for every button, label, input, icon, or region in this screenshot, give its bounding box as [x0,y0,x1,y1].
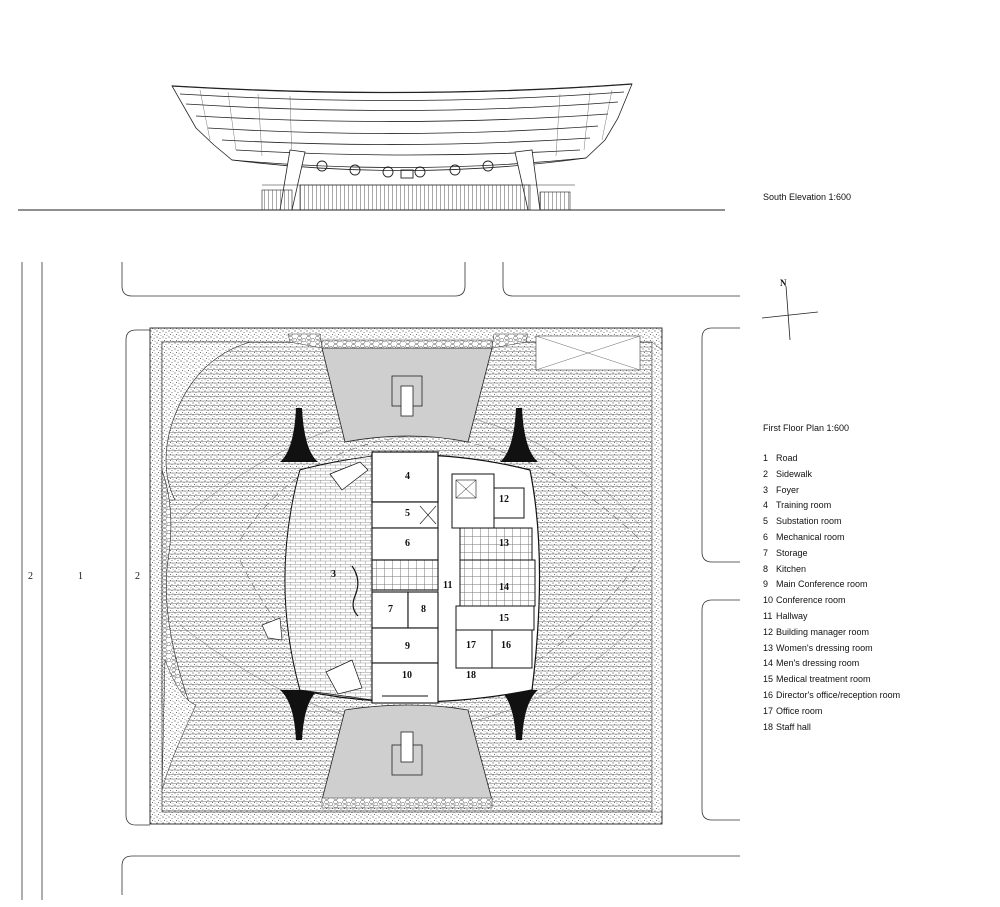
legend-item: 4 Training room [763,498,900,514]
room-16-label: 16 [501,640,511,651]
room-13-label: 13 [499,538,509,549]
legend-label: Training room [776,500,832,511]
legend-number: 10 [763,595,774,606]
legend-number: 9 [763,579,769,590]
legend-item: 3 Foyer [763,483,900,499]
legend-label: Main Conference room [776,579,868,590]
legend-item: 7 Storage [763,546,900,562]
room-17-label: 17 [466,640,476,651]
legend-item: 8 Kitchen [763,562,900,578]
legend-number: 14 [763,658,774,669]
room-6-label: 6 [405,538,410,549]
legend-number: 15 [763,674,774,685]
room-14-label: 14 [499,582,509,593]
room-18-label: 18 [466,670,476,681]
legend-number: 5 [763,516,769,527]
legend-number: 16 [763,689,774,700]
legend-label: Sidewalk [776,468,813,479]
legend-number: 1 [763,453,769,463]
legend-number: 12 [763,626,774,637]
street-lines [21,262,740,900]
legend-label: Substation room [776,516,842,527]
legend-label: Building manager room [776,626,870,637]
legend-number: 18 [763,721,774,732]
legend-label: Office room [776,705,823,716]
elevation-caption: South Elevation 1:600 [763,192,852,202]
room-7-label: 7 [388,604,393,615]
legend-number: 4 [763,500,769,511]
legend-item: 1 Road [763,451,900,467]
room-12-label: 12 [499,494,509,505]
legend-item: 9 Main Conference room [763,577,900,593]
legend-number: 6 [763,531,769,542]
north-arrow [761,285,819,341]
legend-label: Director's office/reception room [776,689,901,700]
plan-caption: First Floor Plan 1:600 [763,423,850,433]
legend-label: Foyer [776,484,800,495]
legend-label: Hallway [776,610,808,621]
label-road: 1 [78,571,83,582]
room-11-label: 11 [443,580,453,591]
room-8-label: 8 [421,604,426,615]
north-label: N [780,278,787,288]
legend-number: 13 [763,642,774,653]
legend-number: 17 [763,705,774,716]
legend-label: Medical treatment room [776,674,871,685]
legend-number: 2 [763,468,769,479]
building-footprint [284,451,541,704]
room-5-label: 5 [405,508,410,519]
label-sidewalk-left: 2 [28,571,33,582]
legend-label: Conference room [776,595,846,606]
legend-label: Women's dressing room [776,642,873,653]
legend-label: Mechanical room [776,531,845,542]
room-3-label: 3 [331,569,336,580]
south-elevation [18,83,725,211]
room-10-label: 10 [402,670,412,681]
legend-label: Kitchen [776,563,807,574]
room-15-label: 15 [499,613,509,624]
label-sidewalk-right: 2 [135,571,140,582]
legend-number: 7 [763,547,769,558]
legend-label: Road [776,453,798,463]
legend-number: 8 [763,563,769,574]
legend-item: 5 Substation room [763,514,900,530]
room-4-label: 4 [405,471,410,482]
legend-label: Staff hall [776,721,811,732]
legend-item: 2 Sidewalk [763,467,900,483]
room-9-label: 9 [405,641,410,652]
legend-number: 3 [763,484,769,495]
legend-label: Men's dressing room [776,658,860,669]
room-legend: 1 Road 2 Sidewalk 3 Foyer 4 Training room 5 Subst… [763,451,900,735]
legend-item: 6 Mechanical room [763,530,900,546]
legend-number: 11 [763,610,773,621]
legend-label: Storage [776,547,808,558]
